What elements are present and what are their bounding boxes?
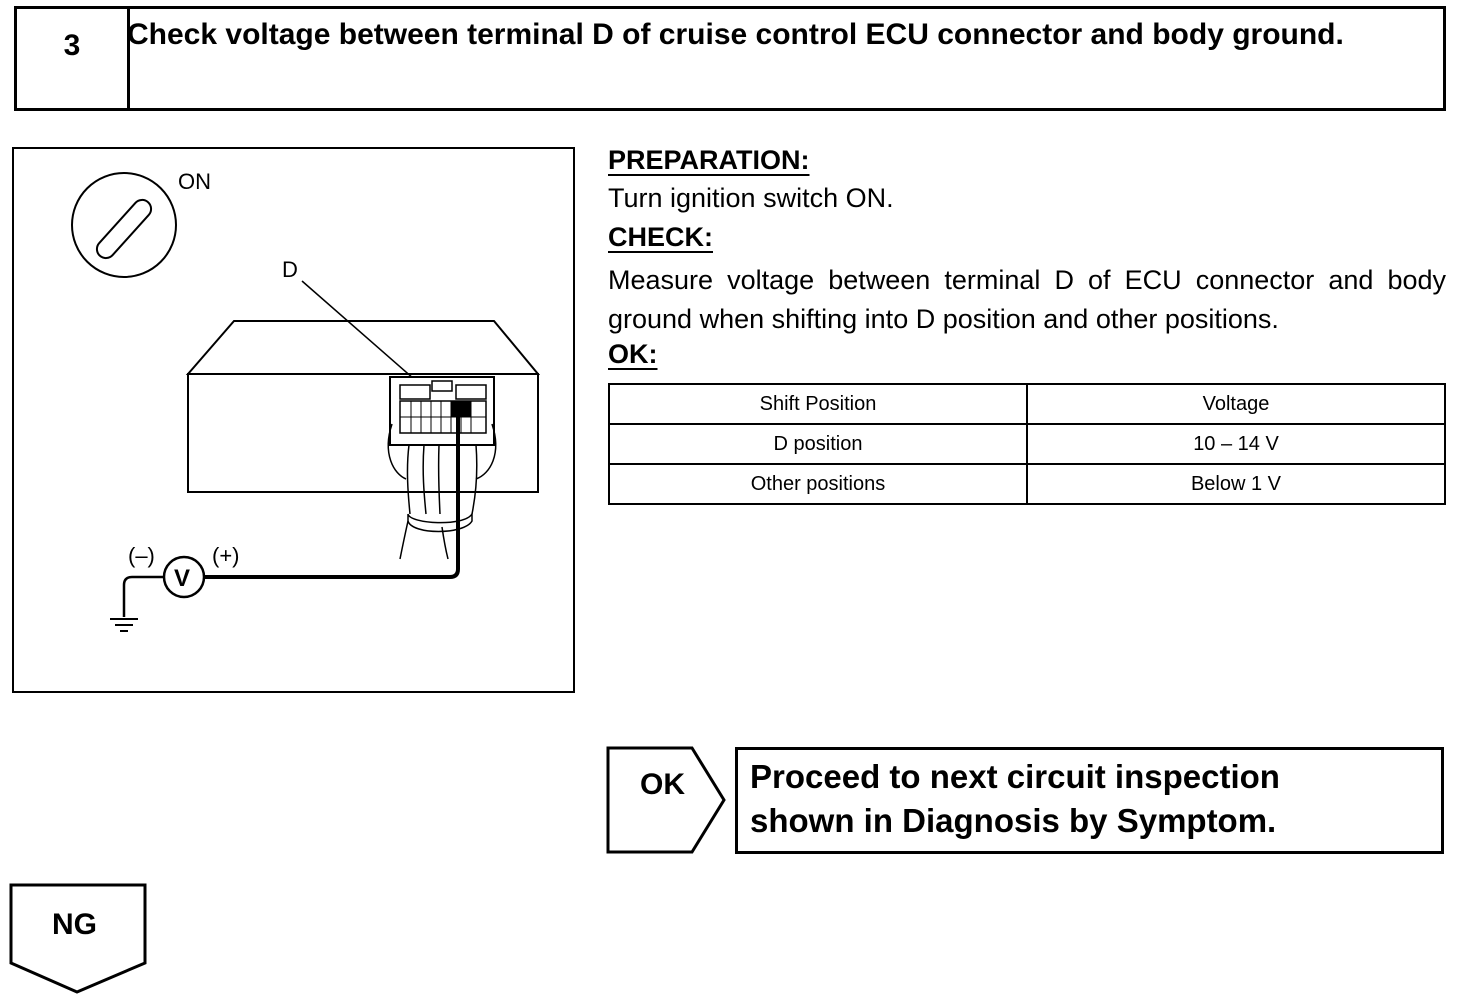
wire-harness-icon: [387, 423, 497, 560]
table-header-row: Shift Position Voltage: [608, 383, 1446, 425]
ok-heading: OK:: [608, 339, 658, 369]
table-cell-shift-position: D position: [608, 423, 1028, 465]
table-cell-shift-position: Other positions: [608, 463, 1028, 505]
table-header-shift-position: Shift Position: [608, 383, 1028, 425]
ecu-connector-icon: [389, 376, 495, 446]
ok-result-line-2: shown in Diagnosis by Symptom.: [750, 802, 1277, 839]
illustration-drawing: ON D: [71, 169, 541, 632]
negative-terminal-label: (–): [128, 543, 155, 568]
ignition-key-icon: [71, 172, 177, 278]
connector-illustration: ON D: [12, 147, 575, 693]
table-cell-voltage: Below 1 V: [1026, 463, 1446, 505]
step-title: Check voltage between terminal D of crui…: [127, 18, 1344, 51]
terminal-d-label: D: [282, 257, 298, 282]
ok-result-line-1: Proceed to next circuit inspection: [750, 758, 1280, 795]
table-header-voltage: Voltage: [1026, 383, 1446, 425]
voltmeter-symbol: V: [174, 565, 190, 592]
positive-probe-lead: [204, 411, 460, 579]
check-text: Measure voltage between terminal D of EC…: [608, 265, 1446, 334]
negative-probe-lead: [122, 575, 164, 617]
preparation-text: Turn ignition switch ON.: [608, 183, 894, 213]
ground-icon: [110, 618, 138, 632]
ecu-unit-icon: [185, 320, 541, 493]
ng-arrow-label: NG: [52, 908, 97, 941]
table-cell-voltage: 10 – 14 V: [1026, 423, 1446, 465]
check-heading: CHECK:: [608, 222, 713, 252]
ng-arrow-icon: [9, 883, 147, 994]
voltage-spec-table: Shift Position Voltage D position 10 – 1…: [608, 383, 1446, 505]
ignition-on-label: ON: [178, 169, 211, 194]
ok-arrow-label: OK: [640, 768, 685, 801]
preparation-heading: PREPARATION:: [608, 145, 810, 175]
ok-result-text: Proceed to next circuit inspection shown…: [750, 755, 1430, 843]
step-header: 3: [14, 6, 1446, 111]
ok-arrow-icon: [606, 746, 726, 854]
ok-result-box: [735, 747, 1444, 854]
table-row: Other positions Below 1 V: [608, 463, 1446, 505]
positive-terminal-label: (+): [212, 543, 240, 568]
table-row: D position 10 – 14 V: [608, 423, 1446, 465]
step-number: 3: [17, 9, 130, 108]
